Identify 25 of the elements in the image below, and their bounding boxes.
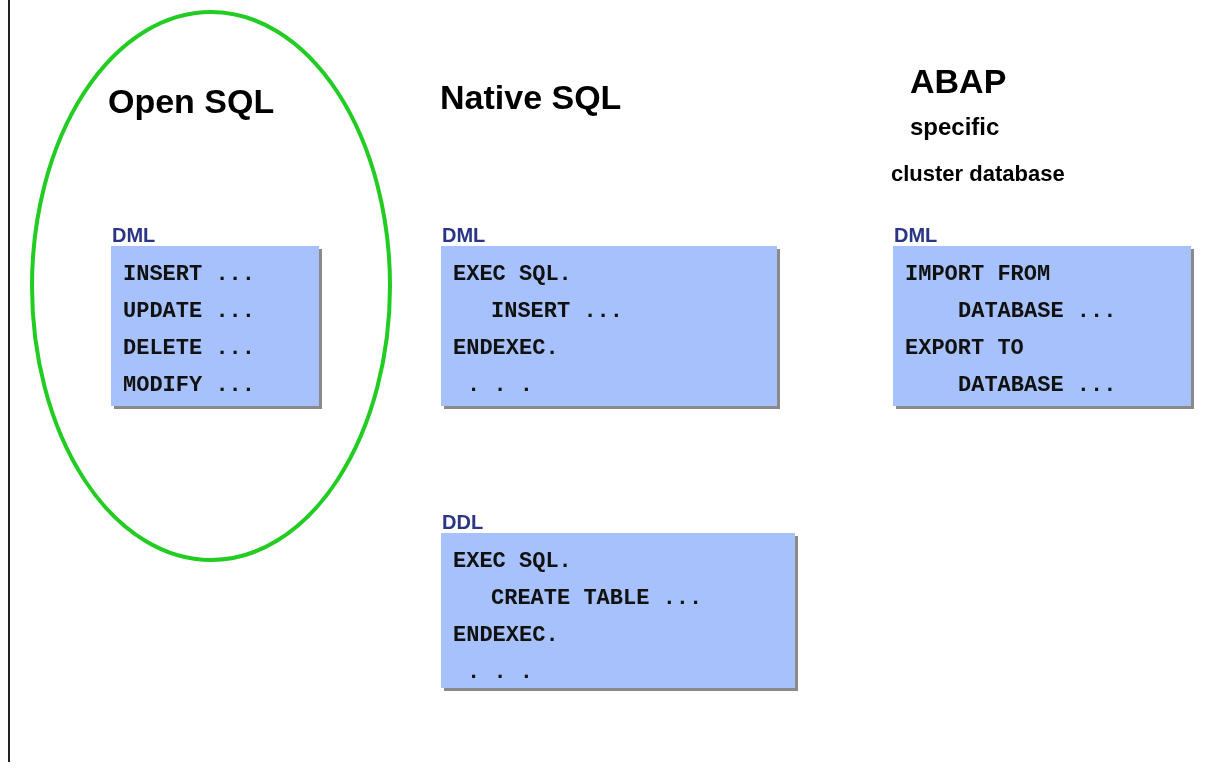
code-line: EXEC SQL.	[453, 261, 572, 289]
section-heading: DML	[894, 224, 938, 247]
section-heading: DML	[442, 224, 486, 247]
section-heading: DML	[112, 224, 156, 247]
code-line: DATABASE ...	[958, 298, 1117, 326]
code-line: UPDATE ...	[123, 298, 256, 326]
code-line: EXPORT TO	[905, 335, 1024, 363]
heading-label: cluster database	[891, 161, 1065, 187]
heading-label: Native SQL	[440, 78, 622, 117]
section-heading: DDL	[442, 511, 484, 534]
code-line: MODIFY ...	[123, 372, 256, 400]
heading-label: specific	[910, 113, 1000, 141]
code-line: INSERT ...	[123, 261, 256, 289]
group-title: Open SQL	[108, 82, 275, 121]
heading-label: ABAP	[910, 62, 1007, 101]
code-line: DATABASE ...	[958, 372, 1117, 400]
code-line: . . .	[467, 372, 533, 400]
code-line: EXEC SQL.	[453, 548, 572, 576]
code-line: IMPORT FROM	[905, 261, 1051, 289]
code-line: ENDEXEC.	[453, 335, 559, 363]
code-line: INSERT ...	[491, 298, 624, 326]
code-line: CREATE TABLE ...	[491, 585, 703, 613]
code-line: DELETE ...	[123, 335, 256, 363]
code-line: . . .	[467, 659, 533, 687]
code-line: ENDEXEC.	[453, 622, 559, 650]
